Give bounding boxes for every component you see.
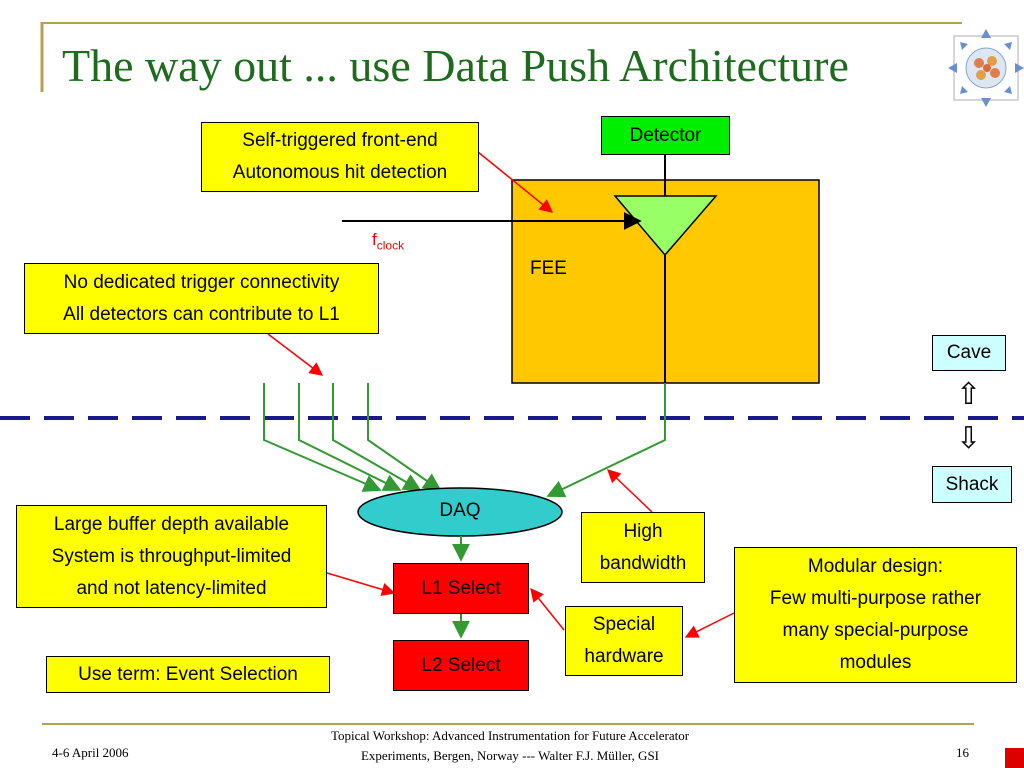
- cave-label: Cave: [946, 342, 992, 363]
- footer-conference: Topical Workshop: Advanced Instrumentati…: [250, 726, 770, 766]
- fclock-label: fclock: [372, 230, 404, 252]
- detector-box: Detector: [601, 116, 730, 155]
- pointer-special-hardware: [530, 587, 565, 631]
- callout-line: Use term: Event Selection: [78, 663, 298, 685]
- callout-line: No dedicated trigger connectivity: [63, 271, 340, 293]
- l2-select-box: L2 Select: [393, 640, 529, 691]
- page-title: The way out ... use Data Push Architectu…: [62, 40, 849, 91]
- fclock-subscript: clock: [376, 238, 405, 253]
- callout-buffer: Large buffer depth available System is t…: [16, 505, 327, 608]
- pointer-high-bandwidth: [607, 469, 653, 513]
- l1-select-box: L1 Select: [393, 563, 529, 614]
- callout-line: many special-purpose: [782, 620, 969, 641]
- shack-box: Shack: [932, 466, 1012, 503]
- fee-label: FEE: [530, 258, 567, 279]
- callout-line: Large buffer depth available: [53, 513, 290, 535]
- cave-box: Cave: [932, 335, 1006, 371]
- callout-modular-design: Modular design: Few multi-purpose rather…: [734, 547, 1017, 683]
- signal-line-2: [298, 383, 402, 491]
- callout-self-triggered: Self-triggered front-end Autonomous hit …: [201, 122, 479, 192]
- pointer-no-trigger: [267, 333, 324, 376]
- callout-line: High: [623, 520, 663, 542]
- footer-date: 4-6 April 2006: [52, 745, 129, 760]
- l2-select-label: L2 Select: [421, 654, 501, 676]
- callout-line: modules: [839, 652, 912, 673]
- detector-label: Detector: [629, 124, 702, 146]
- signal-line-fee: [546, 383, 666, 498]
- daq-label: DAQ: [439, 500, 481, 521]
- callout-line: hardware: [584, 646, 664, 667]
- signal-line-3: [332, 383, 422, 491]
- pointer-modular: [684, 612, 735, 638]
- callout-line: Special: [592, 614, 656, 635]
- callout-line: and not latency-limited: [76, 577, 267, 599]
- l1-select-label: L1 Select: [421, 577, 501, 599]
- callout-no-trigger: No dedicated trigger connectivity All de…: [24, 263, 379, 334]
- callout-event-selection: Use term: Event Selection: [46, 656, 330, 693]
- down-arrow-icon: ⇩: [956, 422, 982, 455]
- signal-line-4: [367, 383, 442, 492]
- callout-special-hardware: Special hardware: [565, 606, 683, 676]
- pointer-buffer: [326, 572, 396, 596]
- signal-line-1: [263, 383, 382, 492]
- shack-label: Shack: [945, 473, 999, 495]
- fclock-main: f: [372, 230, 377, 249]
- callout-line: Self-triggered front-end: [242, 130, 438, 151]
- footer-line-2: Experiments, Bergen, Norway --- Walter F…: [360, 748, 660, 763]
- footer-red-square: [1005, 748, 1024, 768]
- callout-high-bandwidth: High bandwidth: [581, 512, 705, 583]
- footer-page-number: 16: [956, 745, 969, 760]
- data-push-network-logo-icon: [948, 29, 1024, 107]
- callout-line: All detectors can contribute to L1: [63, 303, 340, 325]
- footer-line-1: Topical Workshop: Advanced Instrumentati…: [330, 728, 690, 743]
- callout-line: bandwidth: [599, 552, 687, 574]
- pointer-self-triggered: [477, 151, 554, 213]
- up-arrow-icon: ⇧: [956, 378, 982, 411]
- callout-line: Autonomous hit detection: [232, 162, 448, 183]
- callout-line: System is throughput-limited: [51, 545, 292, 567]
- callout-line: Modular design:: [807, 556, 944, 577]
- callout-line: Few multi-purpose rather: [769, 588, 982, 609]
